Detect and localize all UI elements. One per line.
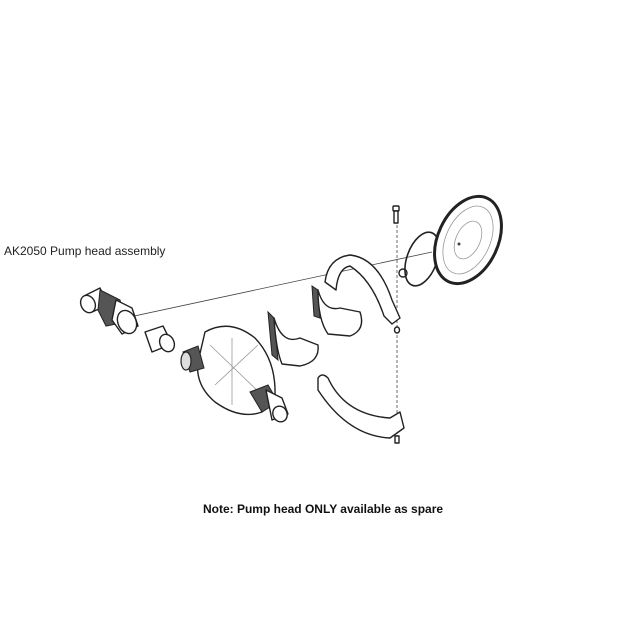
valve-cone xyxy=(144,325,176,353)
hose-connector xyxy=(79,287,139,335)
washer xyxy=(393,326,401,334)
upper-clamp xyxy=(324,254,401,325)
diaphragm-flap xyxy=(267,310,319,367)
screw xyxy=(392,205,400,224)
diagram-title: AK2050 Pump head assembly xyxy=(4,244,166,258)
valve xyxy=(311,285,363,337)
spare-parts-note: Note: Pump head ONLY available as spare xyxy=(202,502,444,516)
screw-end xyxy=(394,435,400,444)
lower-clamp xyxy=(317,374,405,439)
assembly-axis-line xyxy=(124,251,433,319)
pump-body xyxy=(180,325,289,423)
diaphragm-disc xyxy=(433,194,503,286)
